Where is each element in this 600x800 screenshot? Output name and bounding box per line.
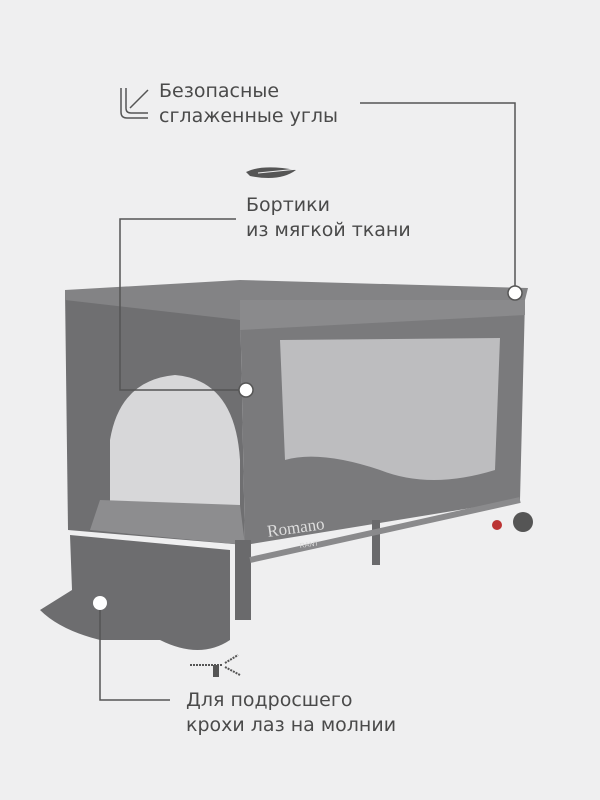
callout-subtitle: крохи лаз на молнии: [186, 714, 397, 736]
callout-subtitle: из мягкой ткани: [246, 219, 411, 241]
marker-dot: [238, 382, 254, 398]
callout-lines: [99, 102, 516, 701]
travel-cot-image: [40, 280, 533, 650]
callout-safe-corners: Безопасные сглаженные углы: [159, 79, 338, 129]
marker-dot: [507, 285, 523, 301]
maker-logo: RANT: [299, 540, 320, 550]
callout-title: Бортики: [246, 194, 330, 216]
rounded-corner-icon: [120, 88, 149, 119]
callout-subtitle: сглаженные углы: [159, 105, 338, 127]
callout-title: Безопасные: [159, 80, 280, 102]
callout-title: Для подросшего: [186, 689, 353, 711]
callout-zipper-entry: Для подросшего крохи лаз на молнии: [186, 688, 396, 738]
zipper-icon: [190, 654, 241, 677]
callout-soft-sides: Бортики из мягкой ткани: [246, 193, 411, 243]
marker-dot: [93, 596, 107, 610]
feather-icon: [246, 167, 299, 178]
